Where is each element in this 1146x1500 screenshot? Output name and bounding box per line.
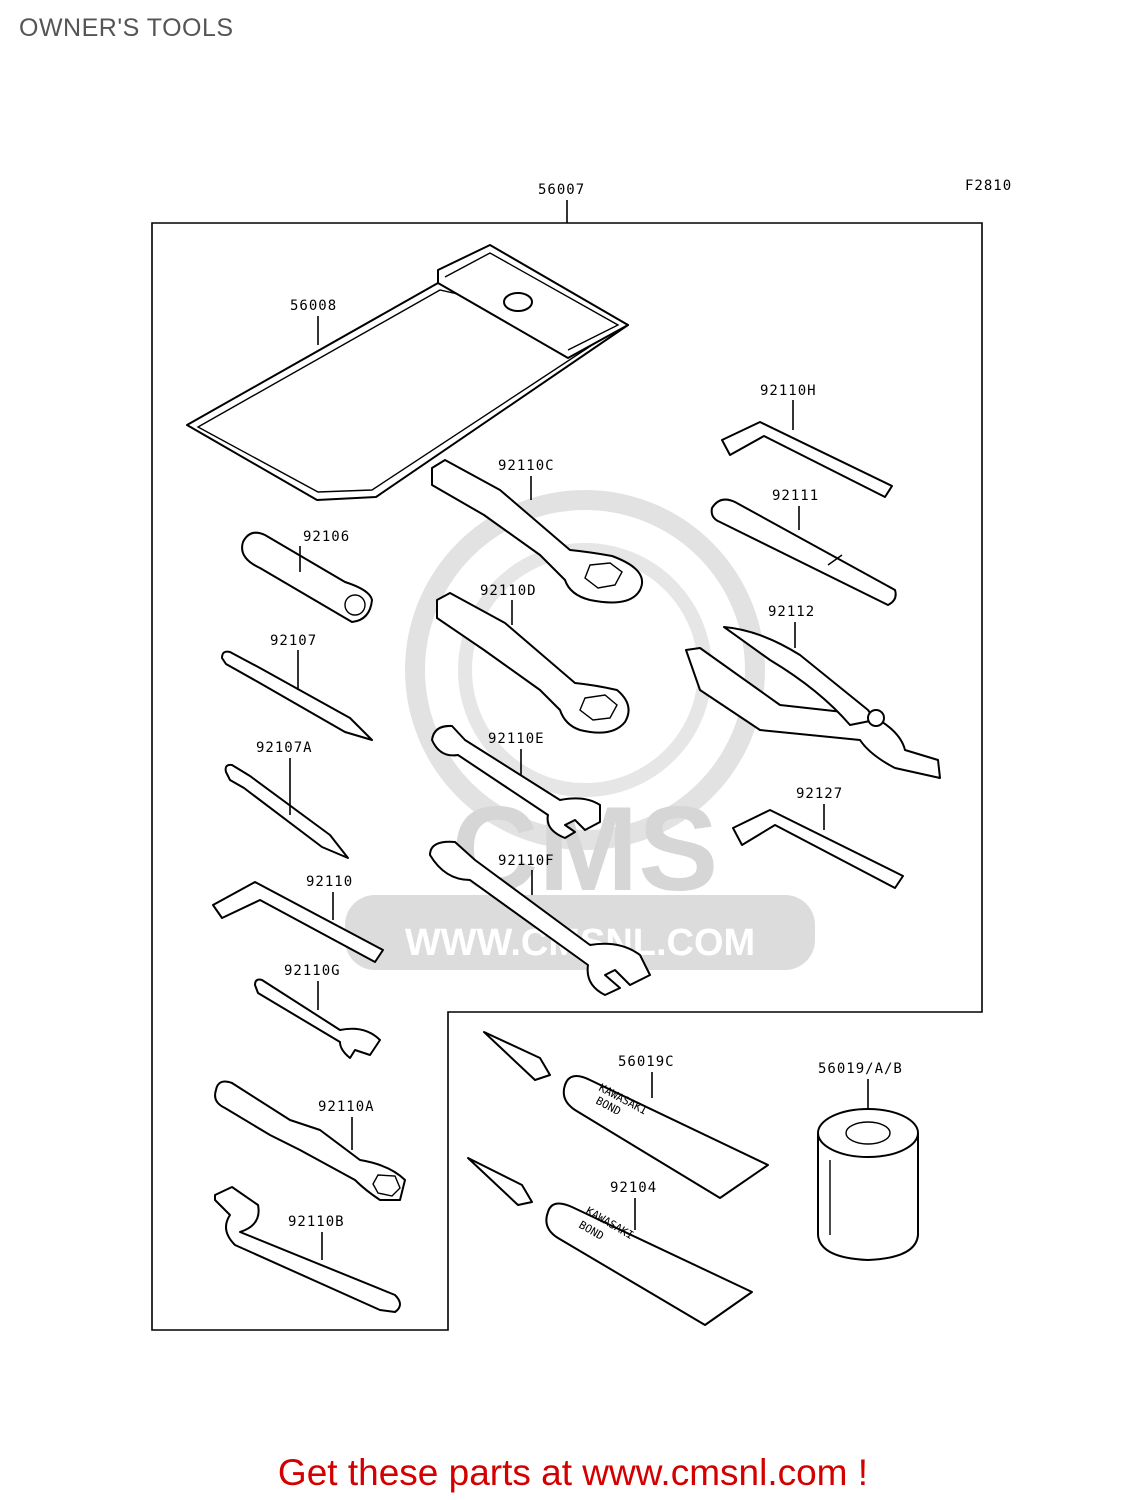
label-92110F: 92110F bbox=[498, 853, 555, 869]
hex-key-92127-icon bbox=[732, 809, 904, 889]
label-92107: 92107 bbox=[270, 633, 317, 649]
label-92110H: 92110H bbox=[760, 383, 817, 399]
filter-cartridge-icon bbox=[817, 1108, 919, 1261]
label-92110B: 92110B bbox=[288, 1214, 345, 1230]
label-92110E: 92110E bbox=[488, 731, 545, 747]
handle-bar-icon bbox=[710, 498, 897, 606]
open-wrench-f-icon bbox=[429, 840, 651, 996]
screwdriver-icon bbox=[221, 650, 373, 741]
label-56007: 56007 bbox=[538, 182, 585, 198]
screwdriver-a-icon bbox=[224, 763, 349, 859]
hex-key-92110-icon bbox=[212, 881, 384, 963]
label-92110A: 92110A bbox=[318, 1099, 375, 1115]
label-92107A: 92107A bbox=[256, 740, 313, 756]
pin-wrench-icon bbox=[214, 1186, 401, 1313]
page-title: OWNER'S TOOLS bbox=[19, 14, 234, 42]
label-92112: 92112 bbox=[768, 604, 815, 620]
box-wrench-d-icon bbox=[436, 592, 630, 734]
label-92111: 92111 bbox=[772, 488, 819, 504]
label-92110C: 92110C bbox=[498, 458, 555, 474]
label-92106: 92106 bbox=[303, 529, 350, 545]
label-92127: 92127 bbox=[796, 786, 843, 802]
hex-key-icon bbox=[721, 421, 893, 498]
plug-socket-icon bbox=[241, 531, 373, 623]
label-92110: 92110 bbox=[306, 874, 353, 890]
label-92104: 92104 bbox=[610, 1180, 657, 1196]
box-wrench-icon bbox=[431, 459, 643, 604]
plug-wrench-icon bbox=[214, 1080, 406, 1201]
open-wrench-e-icon bbox=[431, 724, 601, 839]
figure-code: F2810 bbox=[965, 178, 1012, 194]
label-56019AB: 56019/A/B bbox=[818, 1061, 903, 1077]
label-56019C: 56019C bbox=[618, 1054, 675, 1070]
small-wrench-icon bbox=[254, 978, 381, 1059]
tool-case-icon bbox=[186, 244, 629, 501]
watermark-logo-icon bbox=[405, 490, 765, 850]
footer-promo-link[interactable]: Get these parts at www.cmsnl.com ! bbox=[277, 1452, 869, 1493]
label-92110D: 92110D bbox=[480, 583, 537, 599]
label-56008: 56008 bbox=[290, 298, 337, 314]
parts-diagram: CMS WWW.CMSNL.COM F2810 56007 56008 9211… bbox=[151, 178, 1012, 1331]
label-92110G: 92110G bbox=[284, 963, 341, 979]
pliers-icon bbox=[685, 626, 941, 779]
kit-frame bbox=[151, 222, 983, 1331]
